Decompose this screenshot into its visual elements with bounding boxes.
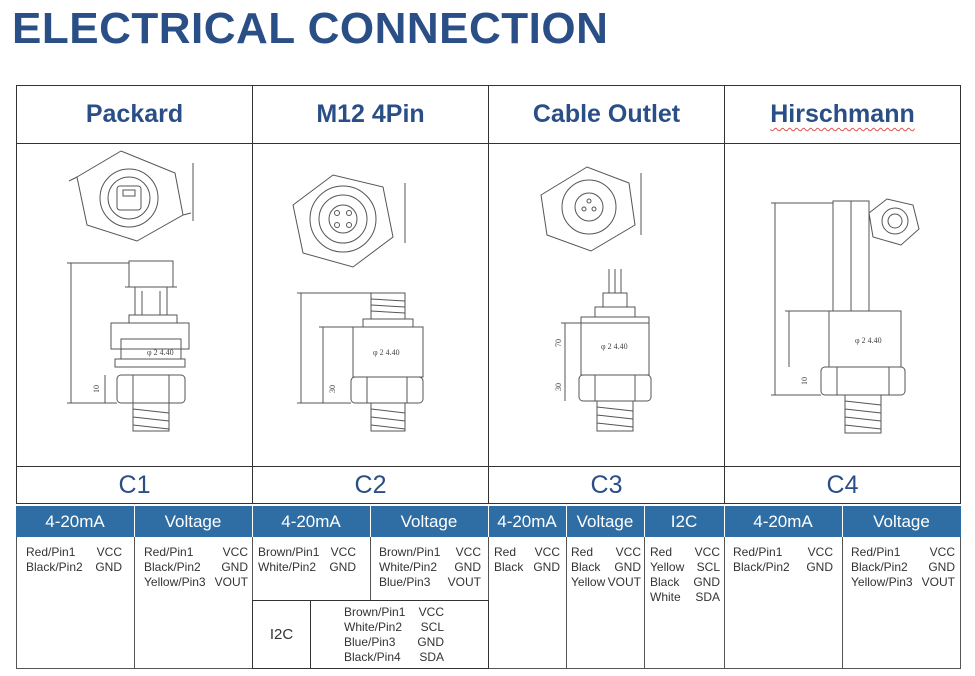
dim-small: 10 bbox=[800, 377, 809, 385]
grid-line bbox=[842, 537, 843, 669]
band-divider bbox=[724, 506, 725, 537]
drawing-cell-cable: φ 2 4.40 30 70 bbox=[488, 143, 725, 467]
grid-line bbox=[134, 537, 135, 669]
dimension-label: φ 2 4.40 bbox=[147, 348, 174, 357]
grid-line bbox=[724, 537, 725, 669]
code-c2: C2 bbox=[252, 466, 489, 504]
code-c4: C4 bbox=[724, 466, 961, 504]
signal-header: 4-20mA bbox=[281, 511, 341, 531]
band-divider bbox=[370, 506, 371, 537]
signal-header: 4-20mA bbox=[497, 511, 557, 531]
dimension-label: φ 2 4.40 bbox=[601, 342, 628, 351]
band-divider bbox=[488, 506, 489, 537]
header-packard: Packard bbox=[16, 85, 253, 144]
header-hirschmann: Hirschmann bbox=[724, 85, 961, 144]
dim-small-2: 70 bbox=[554, 339, 563, 347]
dim-small: 30 bbox=[328, 385, 337, 393]
grid-line bbox=[960, 537, 961, 669]
grid-line bbox=[252, 537, 253, 600]
signal-header: Voltage bbox=[873, 511, 930, 531]
dim-small: 10 bbox=[92, 385, 101, 393]
signal-header: I2C bbox=[670, 511, 698, 531]
header-m12-4pin: M12 4Pin bbox=[252, 85, 489, 144]
header-cable-outlet: Cable Outlet bbox=[488, 85, 725, 144]
grid-line bbox=[370, 537, 371, 600]
grid-line bbox=[488, 668, 961, 669]
drawing-cell-packard: φ 2 4.40 10 bbox=[16, 143, 253, 467]
cable-outlet-drawing: φ 2 4.40 30 70 bbox=[489, 143, 724, 467]
packard-drawing: φ 2 4.40 10 bbox=[17, 143, 252, 467]
grid-line bbox=[644, 537, 645, 669]
signal-header: Voltage bbox=[576, 511, 634, 531]
dim-small: 30 bbox=[554, 383, 563, 391]
grid-line bbox=[566, 537, 567, 669]
page-title: ELECTRICAL CONNECTION bbox=[12, 4, 609, 53]
dimension-label: φ 2 4.40 bbox=[373, 348, 400, 357]
grid-line bbox=[16, 668, 252, 669]
signal-header: Voltage bbox=[400, 511, 458, 531]
drawing-cell-hirschmann: φ 2 4.40 10 bbox=[724, 143, 961, 467]
m12-drawing: φ 2 4.40 30 bbox=[253, 143, 488, 467]
code-c1: C1 bbox=[16, 466, 253, 504]
i2c-label: I2C bbox=[253, 601, 311, 668]
band-divider bbox=[644, 506, 645, 537]
signal-header: Voltage bbox=[164, 511, 222, 531]
signal-header: 4-20mA bbox=[753, 511, 813, 531]
band-divider bbox=[134, 506, 135, 537]
grid-line bbox=[16, 537, 17, 669]
band-divider bbox=[566, 506, 567, 537]
band-divider bbox=[252, 506, 253, 537]
band-divider bbox=[842, 506, 843, 537]
signal-header: 4-20mA bbox=[45, 511, 105, 531]
hirschmann-drawing: φ 2 4.40 10 bbox=[725, 143, 960, 467]
drawing-cell-m12: φ 2 4.40 30 bbox=[252, 143, 489, 467]
dimension-label: φ 2 4.40 bbox=[855, 336, 882, 345]
code-c3: C3 bbox=[488, 466, 725, 504]
